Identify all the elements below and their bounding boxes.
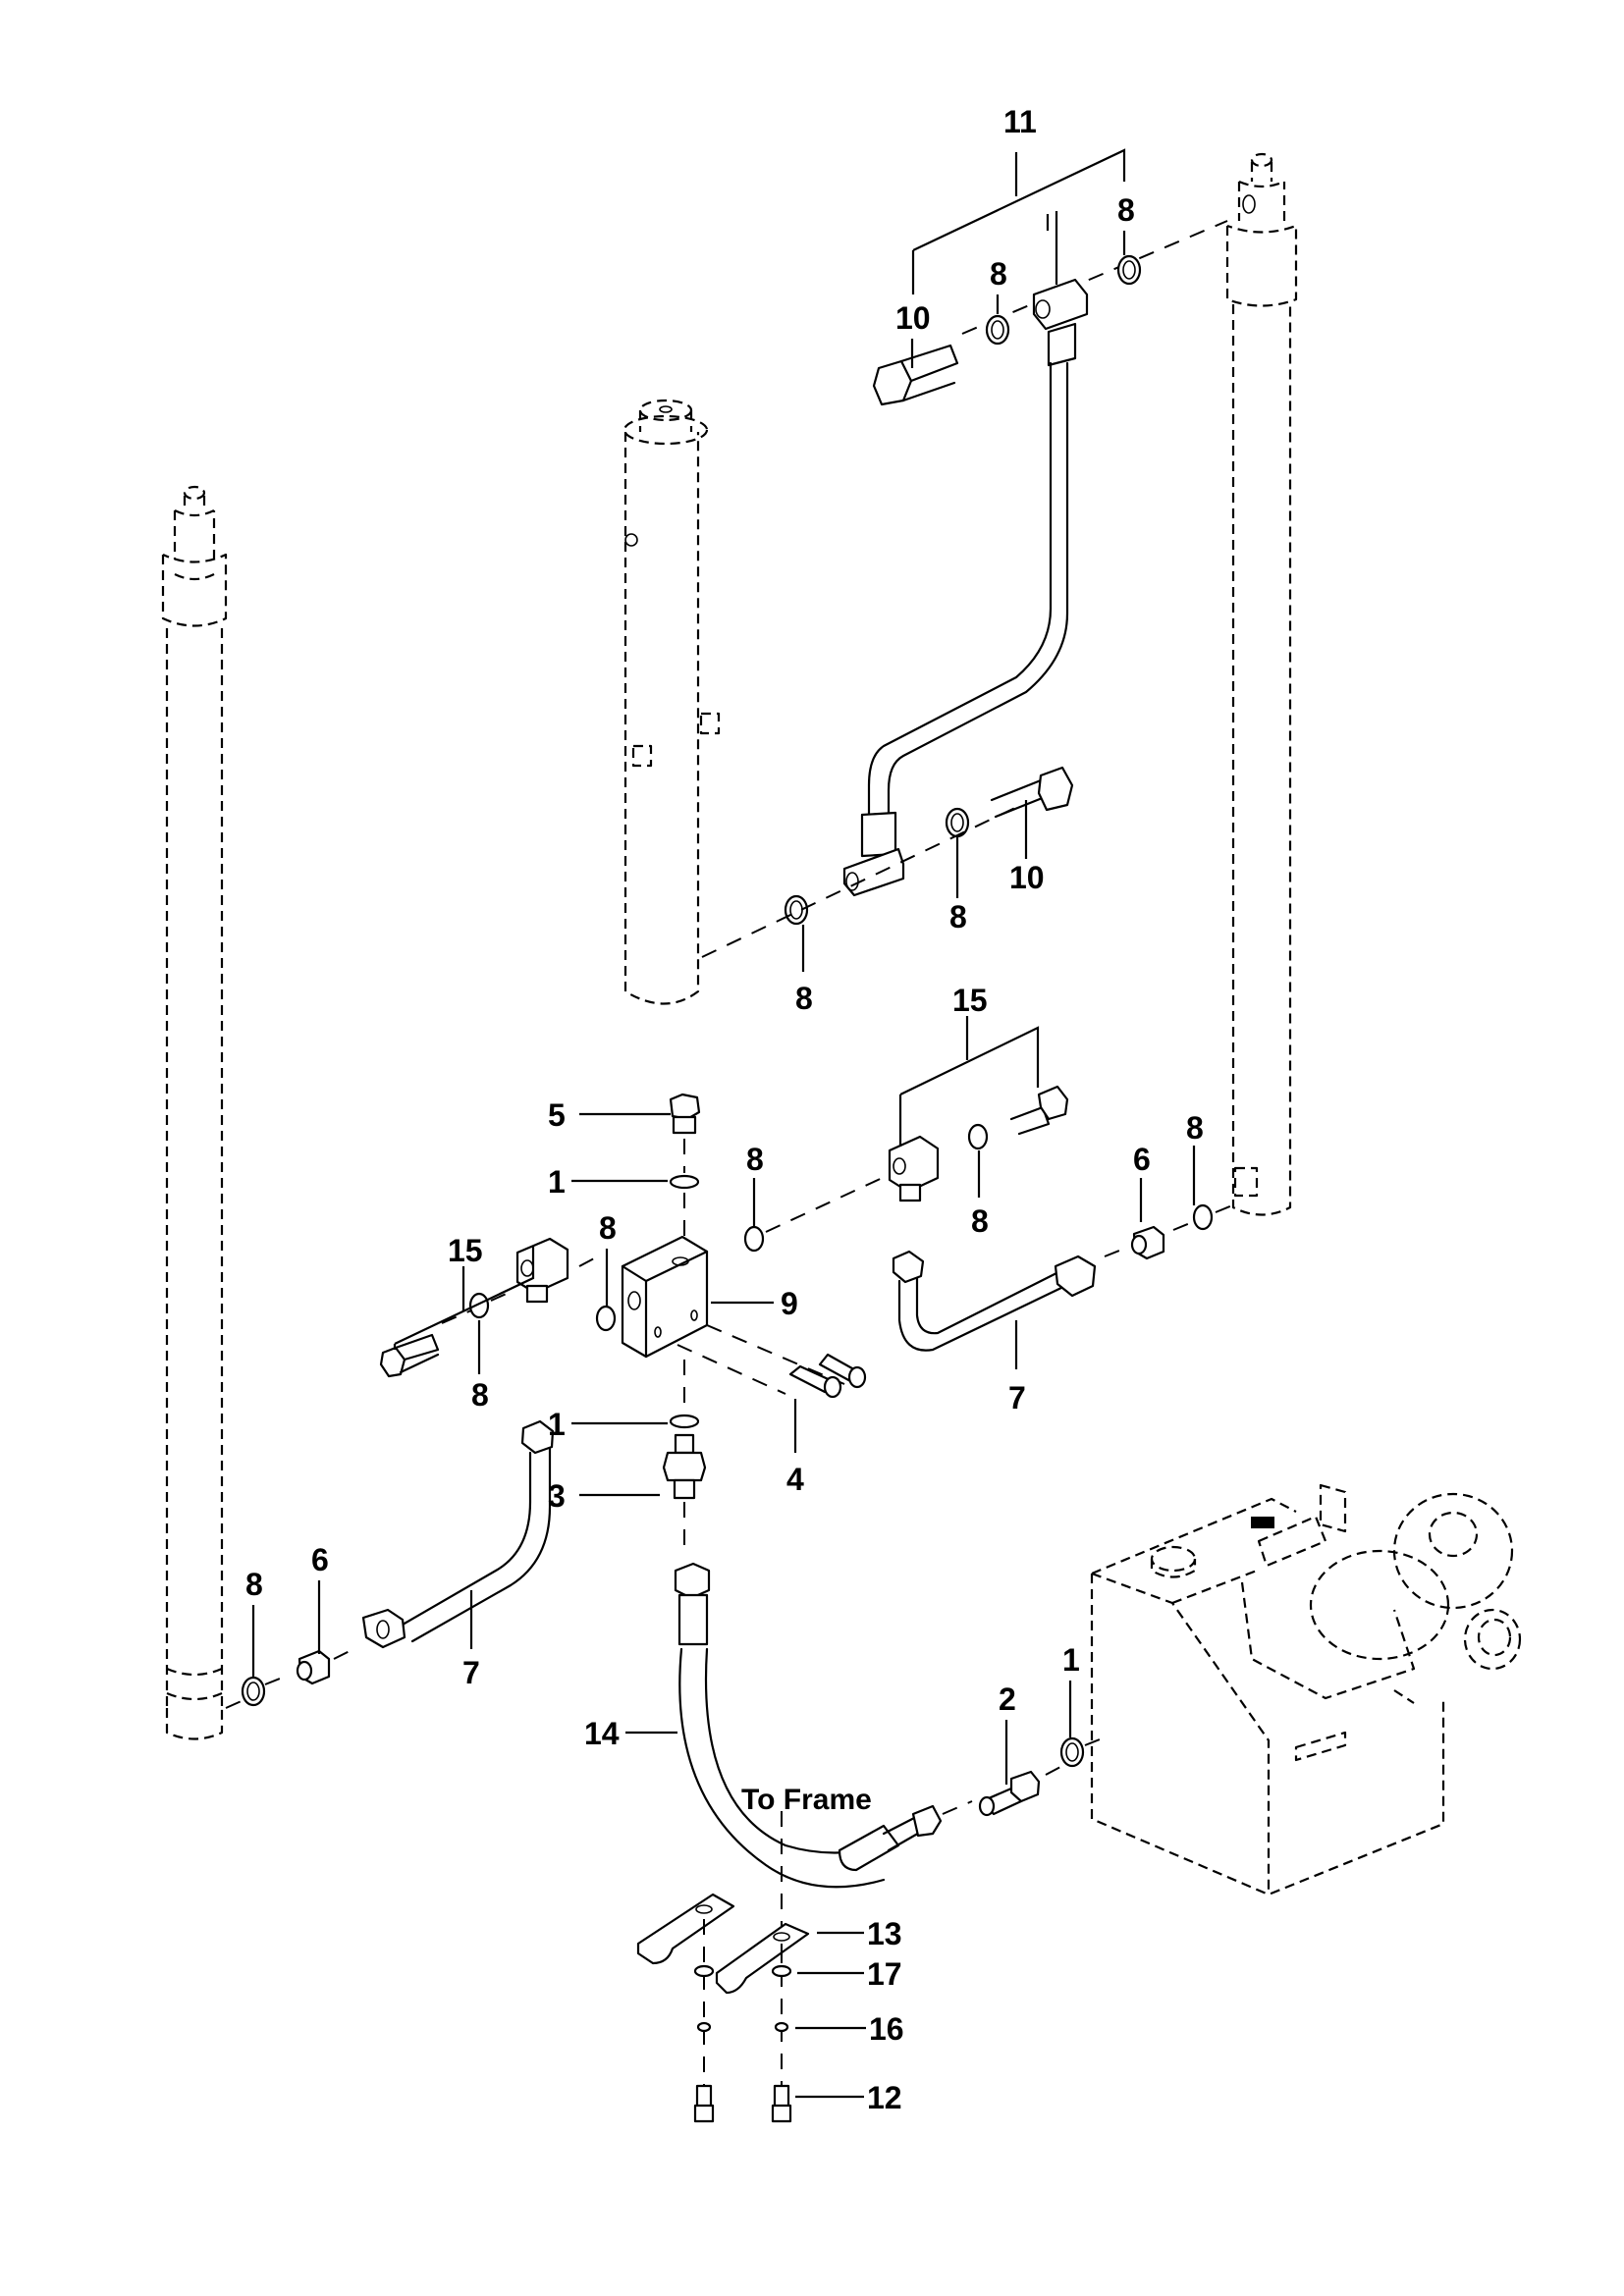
callout-6: 6	[311, 1542, 329, 1577]
callout-8: 8	[746, 1142, 764, 1177]
callout-8: 8	[795, 981, 813, 1016]
hydraulic-power-unit	[1090, 1483, 1522, 1896]
left-lift-cylinder	[161, 485, 228, 1740]
right-lift-cylinder	[1225, 152, 1298, 1216]
clamp-assembly	[636, 1811, 810, 2123]
callout-8: 8	[1186, 1110, 1204, 1146]
callout-16: 16	[869, 2011, 904, 2047]
callout-10: 10	[1009, 860, 1045, 895]
callout-4: 4	[786, 1462, 804, 1497]
callout-1: 1	[548, 1407, 566, 1442]
callout-11: 11	[1003, 104, 1037, 139]
callouts: 11 8 8 10 10 8 8 15 8 6 8 7 5 1 8 8 9	[245, 104, 1204, 2115]
callout-8: 8	[599, 1210, 617, 1246]
hose-assembly	[674, 1562, 1110, 1889]
callout-8: 8	[990, 256, 1007, 292]
callout-7: 7	[462, 1655, 480, 1690]
right-elbow-assembly	[888, 1085, 1233, 1352]
center-lift-cylinder	[623, 399, 721, 1005]
top-tee-assembly	[701, 220, 1228, 958]
callout-8: 8	[1117, 192, 1135, 228]
callout-1: 1	[548, 1164, 566, 1200]
callout-3: 3	[548, 1478, 566, 1514]
callout-8: 8	[471, 1377, 489, 1413]
callout-8: 8	[245, 1567, 263, 1602]
callout-12: 12	[867, 2080, 902, 2115]
callout-15: 15	[448, 1233, 483, 1268]
callout-8: 8	[949, 899, 967, 934]
callout-1: 1	[1062, 1642, 1080, 1678]
callout-2: 2	[999, 1682, 1016, 1717]
to-frame-note: To Frame	[741, 1784, 872, 1816]
callout-8: 8	[971, 1203, 989, 1239]
callout-5: 5	[548, 1097, 566, 1133]
callout-9: 9	[781, 1286, 798, 1321]
callout-14: 14	[584, 1716, 620, 1751]
callout-17: 17	[867, 1956, 902, 1992]
callout-15: 15	[952, 983, 988, 1018]
left-elbow-assembly	[225, 1237, 595, 1709]
callout-7: 7	[1008, 1380, 1026, 1415]
manifold-assembly	[595, 1093, 904, 1546]
callout-13: 13	[867, 1916, 902, 1951]
callout-6: 6	[1133, 1142, 1151, 1177]
callout-10: 10	[895, 300, 931, 336]
